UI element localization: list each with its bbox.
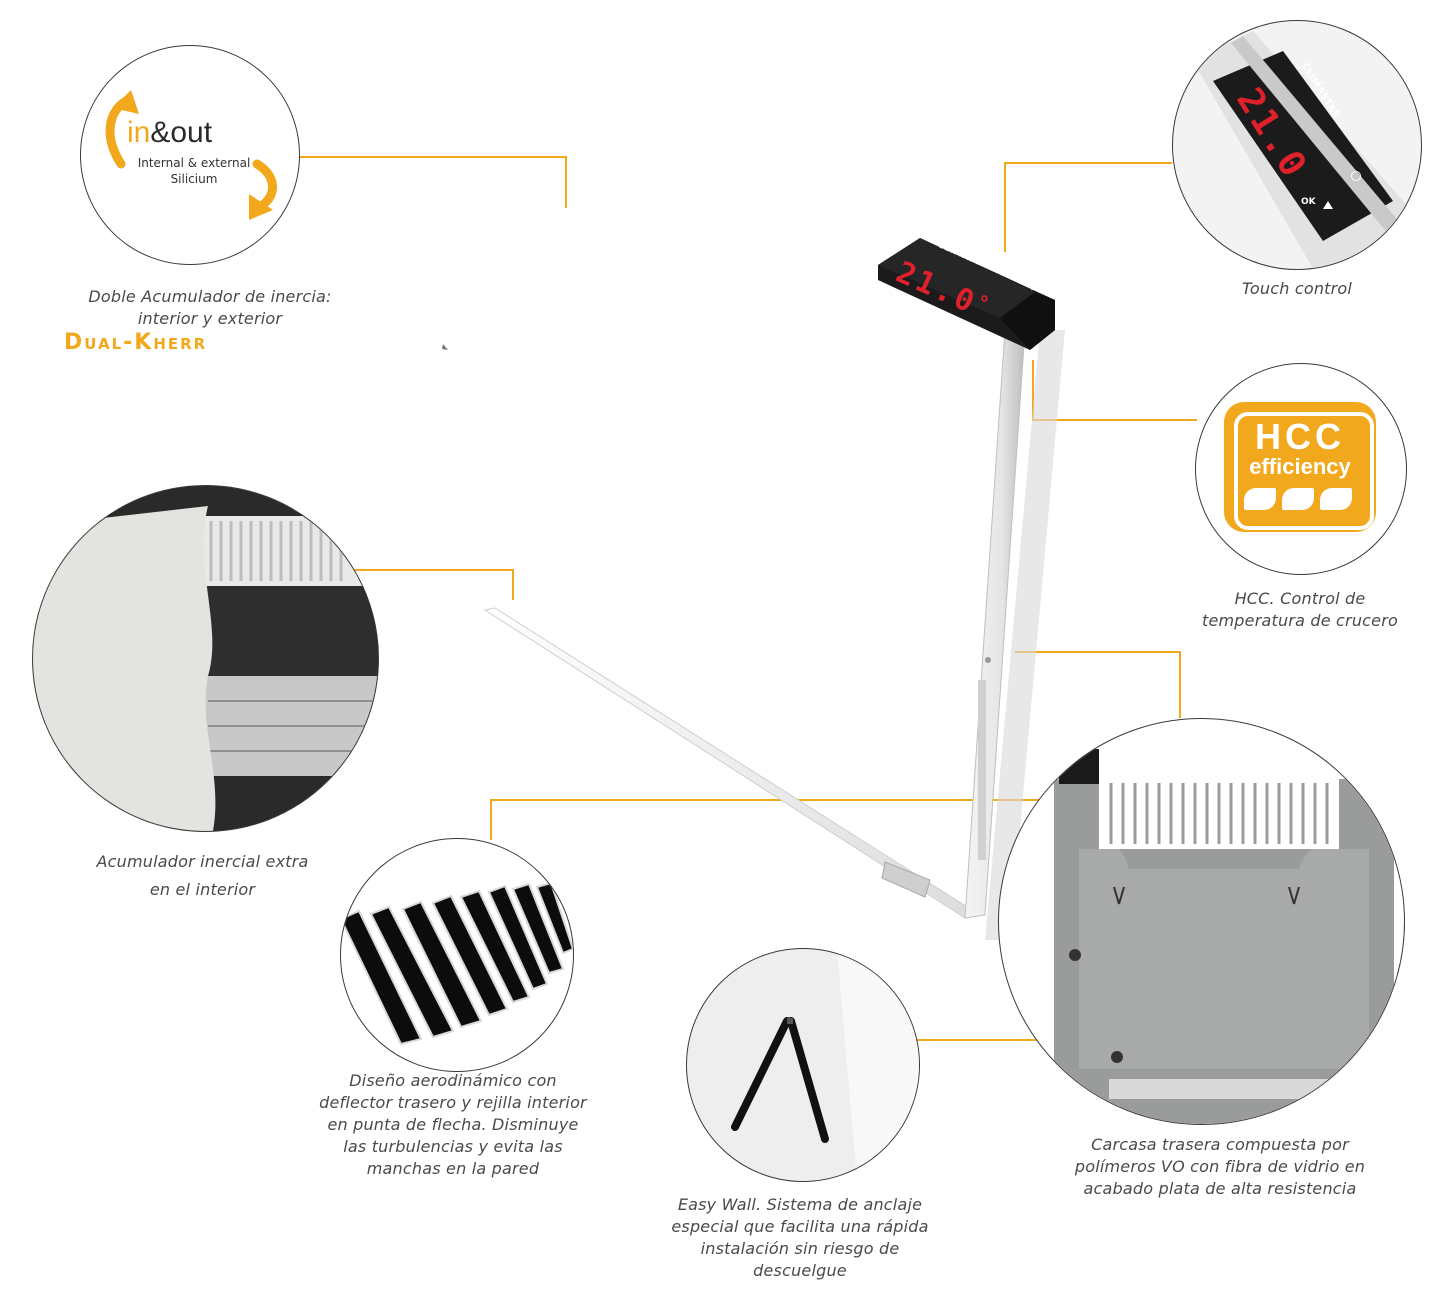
diseno-fins-illustration — [341, 881, 573, 1046]
connector-diseno — [490, 799, 1100, 840]
easywall-hook-illustration — [731, 949, 919, 1181]
touch-ok-label: OK — [1301, 197, 1316, 207]
hcc-drops-icon — [1244, 488, 1352, 514]
caption-diseno-line1: Diseño aerodinámico con — [349, 1071, 557, 1090]
connector-inout — [300, 156, 567, 208]
inout-badge-circle: in&out Internal & external Silicium — [80, 45, 300, 265]
caption-diseno-line5: manchas en la pared — [366, 1159, 540, 1178]
caption-hcc-line1: HCC. Control de — [1234, 589, 1366, 608]
acumulador-circle — [32, 485, 379, 832]
touch-control-circle: 21.0 CLIMASTAR OK — [1172, 20, 1422, 270]
caption-dual-kherr: Doble Acumulador de inercia: interior y … — [40, 286, 380, 330]
connector-acumulador — [352, 569, 514, 600]
connector-touch — [1004, 162, 1172, 252]
touch-up-icon — [1323, 201, 1333, 209]
caption-diseno-line2: deflector trasero y rejilla interior — [319, 1093, 587, 1112]
caption-diseno: Diseño aerodinámico con deflector traser… — [288, 1070, 618, 1180]
caption-acumulador-line2: en el interior — [149, 880, 256, 899]
acumulador-illustration — [33, 506, 378, 831]
touch-power-icon — [1351, 171, 1361, 181]
hcc-bottom-text: efficiency — [1249, 454, 1351, 479]
caption-easywall-line3: instalación sin riesgo de — [700, 1239, 900, 1258]
caption-carcasa: Carcasa trasera compuesta por polímeros … — [1035, 1134, 1405, 1200]
caption-hcc-line2: temperatura de crucero — [1202, 611, 1398, 630]
inout-title-amp: & — [150, 116, 171, 149]
caption-easywall-line2: especial que facilita una rápida — [671, 1217, 929, 1236]
carcasa-back-illustration — [1054, 749, 1394, 1124]
caption-acumulador-line1: Acumulador inercial extra — [96, 852, 309, 871]
carcasa-circle — [998, 718, 1405, 1125]
caption-acumulador: Acumulador inercial extra en el interior — [70, 848, 335, 904]
caption-dual-kherr-line1: Doble Acumulador de inercia: — [88, 287, 332, 306]
diseno-circle — [340, 838, 574, 1072]
caption-easywall: Easy Wall. Sistema de anclaje especial q… — [640, 1194, 960, 1282]
connector-carcasa — [1015, 651, 1181, 718]
caption-carcasa-line2: polímeros VO con fibra de vidrio en — [1074, 1157, 1366, 1176]
hcc-badge: HCC efficiency — [1224, 402, 1376, 532]
inout-line2: Silicium — [170, 172, 218, 186]
caption-hcc: HCC. Control de temperatura de crucero — [1170, 588, 1430, 632]
caption-dual-kherr-line2: interior y exterior — [137, 309, 283, 328]
dual-kherr-logo: Dual-Kherr — [64, 330, 208, 355]
caption-carcasa-line1: Carcasa trasera compuesta por — [1091, 1135, 1349, 1154]
caption-touch-control: Touch control — [1241, 279, 1353, 298]
touch-panel-illustration — [1193, 31, 1421, 269]
caption-diseno-line4: las turbulencias y evita las — [343, 1137, 563, 1156]
caption-easywall-line4: descuelgue — [753, 1261, 847, 1280]
inout-title-in: in — [127, 116, 151, 149]
inout-title: in&out — [127, 116, 212, 150]
easywall-circle — [686, 948, 920, 1182]
hcc-circle: HCC efficiency — [1195, 363, 1407, 575]
inout-title-out: out — [170, 116, 213, 149]
caption-easywall-line1: Easy Wall. Sistema de anclaje — [677, 1195, 923, 1214]
inout-arrows-icon — [105, 90, 277, 220]
hcc-top-text: HCC — [1255, 416, 1345, 457]
caption-carcasa-line3: acabado plata de alta resistencia — [1083, 1179, 1357, 1198]
caption-diseno-line3: en punta de flecha. Disminuye — [327, 1115, 579, 1134]
display-module — [878, 238, 1055, 350]
inout-line1: Internal & external — [137, 156, 251, 170]
